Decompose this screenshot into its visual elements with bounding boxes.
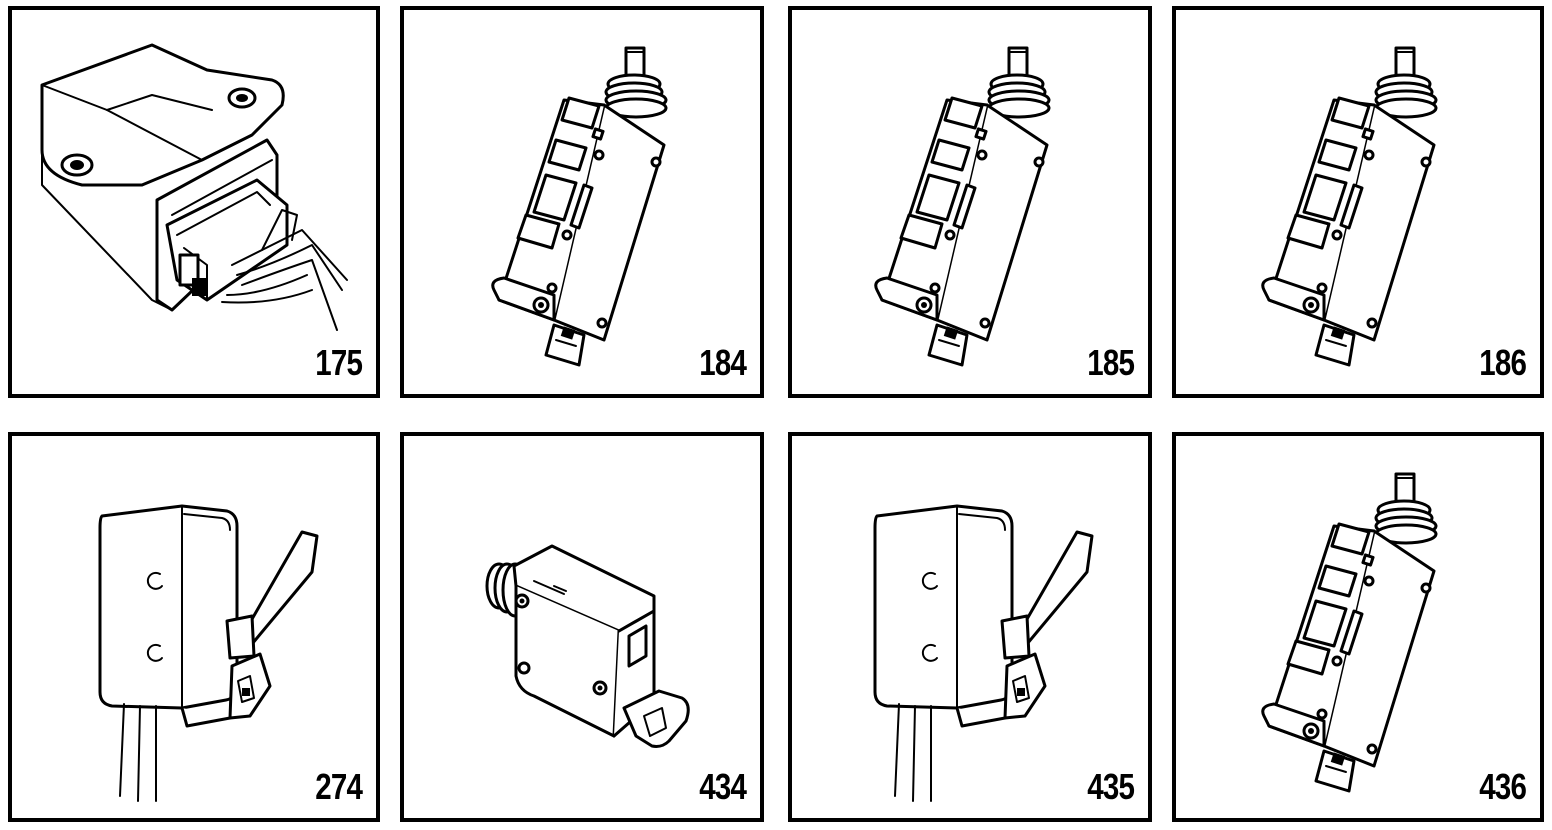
panel-435: 435: [788, 432, 1152, 822]
part-number-label: 274: [315, 766, 363, 807]
panel-186: 186: [1172, 6, 1544, 398]
fuel-flap-actuator-illustration: [428, 487, 690, 748]
part-number-label: 434: [699, 766, 747, 807]
ecu-connector-illustration: [40, 43, 348, 331]
door-lock-actuator-illustration: [1261, 472, 1438, 793]
part-number-label: 175: [315, 342, 363, 383]
microswitch-illustration: [98, 504, 319, 803]
panel-185: 185: [788, 6, 1152, 398]
part-number-label: 184: [699, 342, 747, 383]
part-number-label: 185: [1087, 342, 1135, 383]
part-number-label: 436: [1479, 766, 1527, 807]
door-lock-actuator-illustration: [874, 46, 1051, 367]
panel-175: 175: [8, 6, 380, 398]
door-lock-actuator-illustration: [1261, 46, 1438, 367]
panel-434: 434: [400, 432, 764, 822]
door-lock-actuator-illustration: [491, 46, 668, 367]
panel-274: 274: [8, 432, 380, 822]
part-number-label: 186: [1479, 342, 1527, 383]
microswitch-illustration: [873, 504, 1094, 803]
panel-184: 184: [400, 6, 764, 398]
panel-436: 436: [1172, 432, 1544, 822]
part-number-label: 435: [1087, 766, 1135, 807]
